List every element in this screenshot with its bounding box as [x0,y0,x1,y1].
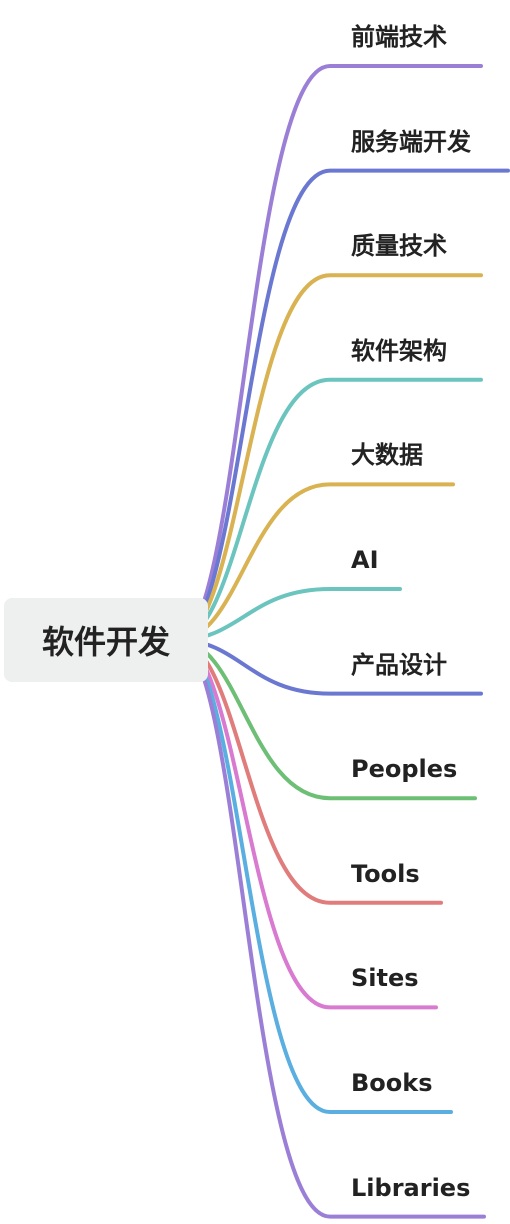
branch-label-item-7[interactable]: 产品设计 [351,650,447,679]
branch-label-item-4[interactable]: 软件架构 [351,336,447,365]
branch-label-libraries-12[interactable]: Libraries [351,1173,471,1202]
root-node[interactable]: 软件开发 [4,598,208,682]
branch-label-sites-10[interactable]: Sites [351,964,419,993]
branch-label-item-2[interactable]: 服务端开发 [351,127,471,156]
branch-label-books-11[interactable]: Books [351,1069,433,1097]
branch-label-peoples-8[interactable]: Peoples [351,755,458,784]
branch-label-item-3[interactable]: 质量技术 [351,232,447,261]
branch-label-ai-6[interactable]: AI [351,546,379,574]
branch-label-item-1[interactable]: 前端技术 [351,23,447,51]
branch-label-item-5[interactable]: 大数据 [351,441,423,470]
branch-label-tools-9[interactable]: Tools [351,859,420,888]
